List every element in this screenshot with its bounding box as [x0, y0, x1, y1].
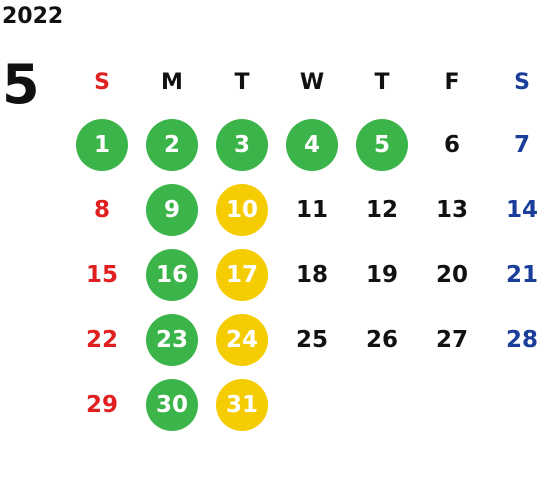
calendar-cell[interactable]: 23 [137, 307, 207, 372]
day-number[interactable]: 3 [216, 118, 268, 171]
weekday-header: F [444, 69, 460, 95]
day-number[interactable]: 17 [216, 248, 268, 301]
day-number[interactable]: 14 [505, 196, 538, 223]
calendar-cell[interactable]: 8 [67, 177, 137, 242]
calendar-cell[interactable]: 24 [207, 307, 277, 372]
day-number[interactable]: 20 [435, 261, 468, 288]
day-number[interactable]: 30 [146, 378, 198, 431]
calendar-cell[interactable]: 16 [137, 242, 207, 307]
day-number[interactable]: 11 [295, 196, 328, 223]
weekday-header: S [514, 69, 530, 95]
day-number[interactable]: 18 [295, 261, 328, 288]
calendar-cell[interactable]: 11 [277, 177, 347, 242]
day-number[interactable]: 16 [146, 248, 198, 301]
calendar-cell[interactable]: 22 [67, 307, 137, 372]
day-number[interactable]: 25 [295, 326, 328, 353]
day-number[interactable]: 24 [216, 313, 268, 366]
day-number[interactable]: 28 [505, 326, 538, 353]
calendar-cell[interactable]: 4 [277, 112, 347, 177]
day-number[interactable]: 6 [443, 131, 460, 158]
day-number[interactable]: 29 [85, 391, 118, 418]
calendar-cell[interactable]: 30 [137, 372, 207, 437]
day-number[interactable]: 19 [365, 261, 398, 288]
calendar-cell[interactable]: 6 [417, 112, 487, 177]
day-number[interactable]: 12 [365, 196, 398, 223]
calendar-cell[interactable]: 14 [487, 177, 548, 242]
day-number[interactable]: 26 [365, 326, 398, 353]
calendar-cell[interactable]: 25 [277, 307, 347, 372]
calendar-cell [487, 372, 548, 437]
calendar-cell[interactable]: 19 [347, 242, 417, 307]
day-number[interactable]: 13 [435, 196, 468, 223]
calendar-cell[interactable]: 26 [347, 307, 417, 372]
calendar-cell[interactable]: 7 [487, 112, 548, 177]
calendar-cell[interactable]: 9 [137, 177, 207, 242]
day-number[interactable]: 5 [356, 118, 408, 171]
calendar-cell[interactable]: 31 [207, 372, 277, 437]
day-number[interactable]: 10 [216, 183, 268, 236]
day-number[interactable]: 21 [505, 261, 538, 288]
calendar-cell[interactable]: 29 [67, 372, 137, 437]
day-number[interactable]: 31 [216, 378, 268, 431]
day-number[interactable]: 7 [513, 131, 530, 158]
day-number[interactable]: 15 [85, 261, 118, 288]
calendar-cell[interactable]: 2 [137, 112, 207, 177]
calendar-cell[interactable]: 21 [487, 242, 548, 307]
year-label: 2022 [2, 4, 64, 29]
weekday-header: T [374, 69, 390, 95]
day-number[interactable]: 23 [146, 313, 198, 366]
weekday-header: M [161, 69, 183, 95]
calendar-cell[interactable]: 13 [417, 177, 487, 242]
calendar-cell[interactable]: 27 [417, 307, 487, 372]
day-number[interactable]: 4 [286, 118, 338, 171]
calendar-cell[interactable]: 1 [67, 112, 137, 177]
weekday-header: W [299, 69, 325, 95]
calendar-cell [277, 372, 347, 437]
month-number: 5 [2, 53, 40, 116]
calendar-cell[interactable]: 10 [207, 177, 277, 242]
day-number[interactable]: 8 [93, 196, 110, 223]
calendar-cell[interactable]: 3 [207, 112, 277, 177]
calendar-cell [417, 372, 487, 437]
day-number[interactable]: 27 [435, 326, 468, 353]
calendar-cell[interactable]: 5 [347, 112, 417, 177]
calendar-cell[interactable]: 20 [417, 242, 487, 307]
day-number[interactable]: 1 [76, 118, 128, 171]
calendar-cell[interactable]: 28 [487, 307, 548, 372]
day-number[interactable]: 22 [85, 326, 118, 353]
calendar-cell[interactable]: 17 [207, 242, 277, 307]
day-number[interactable]: 2 [146, 118, 198, 171]
calendar-cell [347, 372, 417, 437]
calendar-cell[interactable]: 15 [67, 242, 137, 307]
weekday-header: S [94, 69, 110, 95]
weekday-header: T [234, 69, 250, 95]
day-number[interactable]: 9 [146, 183, 198, 236]
calendar-cell[interactable]: 12 [347, 177, 417, 242]
calendar-cell[interactable]: 18 [277, 242, 347, 307]
